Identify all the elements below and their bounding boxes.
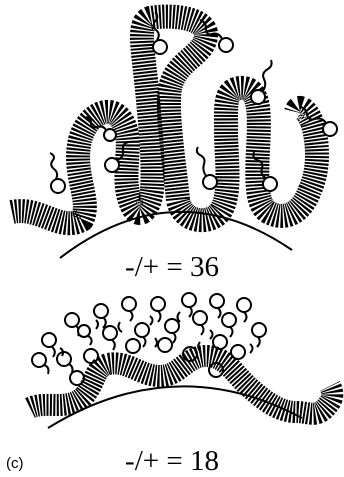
bottom-counterion bbox=[193, 311, 207, 335]
bottom-counterion bbox=[237, 298, 251, 322]
bottom-panel: (c) -/+ = 18 bbox=[6, 293, 332, 477]
bottom-counterion bbox=[70, 371, 84, 385]
bottom-counterion bbox=[122, 297, 136, 321]
bottom-counterion bbox=[42, 333, 56, 357]
top-counterion bbox=[197, 147, 217, 189]
top-panel: -/+ = 36 bbox=[12, 12, 337, 283]
bottom-counterion bbox=[126, 339, 140, 353]
bottom-counterion bbox=[222, 313, 236, 337]
panel-label: (c) bbox=[6, 455, 24, 472]
bottom-counterion bbox=[103, 326, 117, 350]
bottom-counterion bbox=[94, 304, 108, 328]
bottom-counterion bbox=[32, 353, 49, 374]
bottom-counterion bbox=[65, 313, 79, 336]
bottom-counterion bbox=[252, 323, 266, 347]
bottom-ratio-label: -/+ = 18 bbox=[125, 445, 219, 477]
bottom-counterion bbox=[151, 297, 165, 322]
bottom-counterion bbox=[57, 352, 73, 373]
top-ratio-label: -/+ = 36 bbox=[125, 251, 219, 283]
bottom-counterion bbox=[210, 294, 224, 318]
bottom-counterion bbox=[78, 325, 92, 345]
bottom-counterion bbox=[158, 338, 172, 352]
bottom-counterion bbox=[213, 335, 227, 349]
top-counterion bbox=[50, 153, 65, 193]
